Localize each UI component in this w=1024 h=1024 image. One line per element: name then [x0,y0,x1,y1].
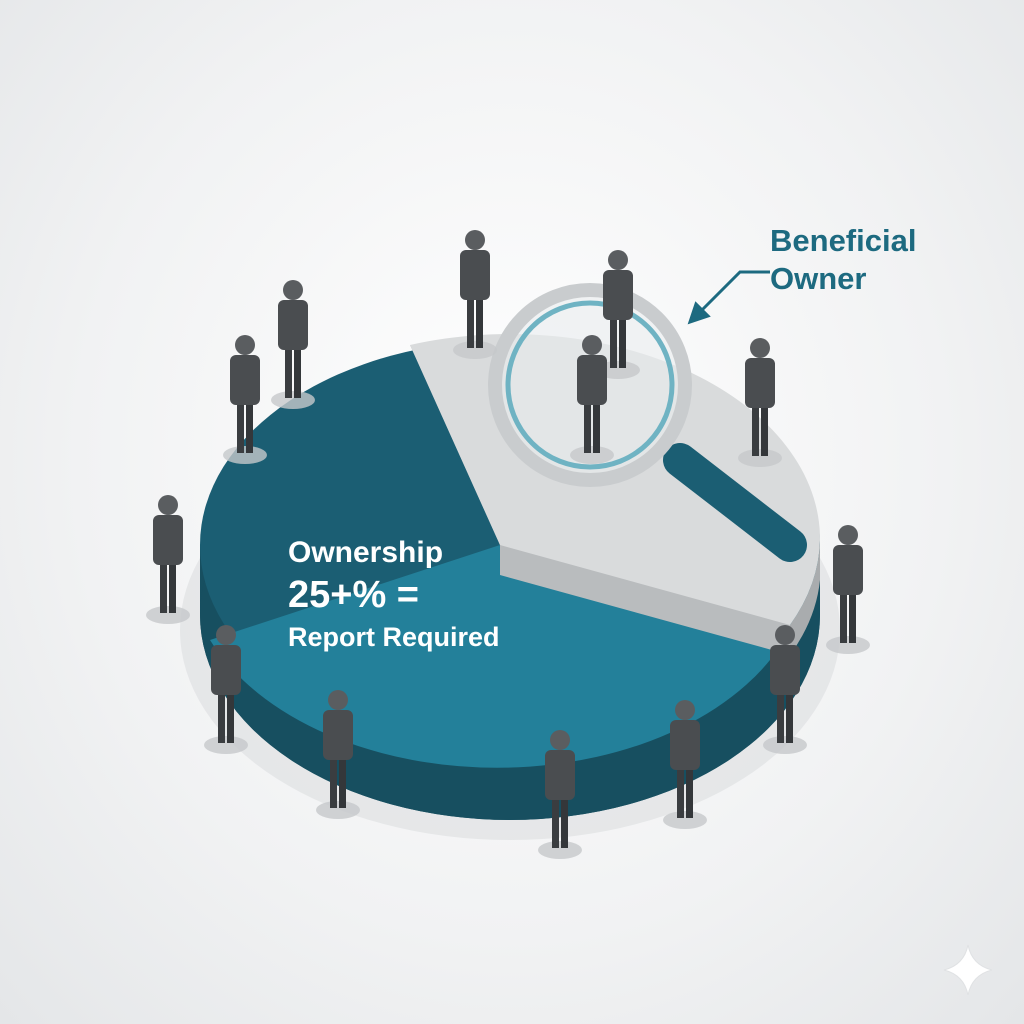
person-icon [271,280,315,409]
pie-label-report: Report Required [288,622,500,652]
person-icon [146,495,190,624]
person-icon [204,625,248,754]
callout-owner: Owner [770,261,867,296]
arrow-icon [687,270,770,325]
person-icon [316,690,360,819]
person-icon [738,338,782,467]
person-icon [570,335,614,464]
magnifier-icon [488,283,807,562]
person-icon [663,700,707,829]
person-icon [223,335,267,464]
person-icon [538,730,582,859]
person-icon [453,230,497,359]
sparkle-icon [943,944,993,996]
pie-label-ownership: Ownership [288,536,444,569]
callout-beneficial: Beneficial [770,223,917,258]
people-group [146,230,870,859]
person-icon [826,525,870,654]
person-icon [763,625,807,754]
pie-label-threshold: 25+% = [288,574,419,616]
